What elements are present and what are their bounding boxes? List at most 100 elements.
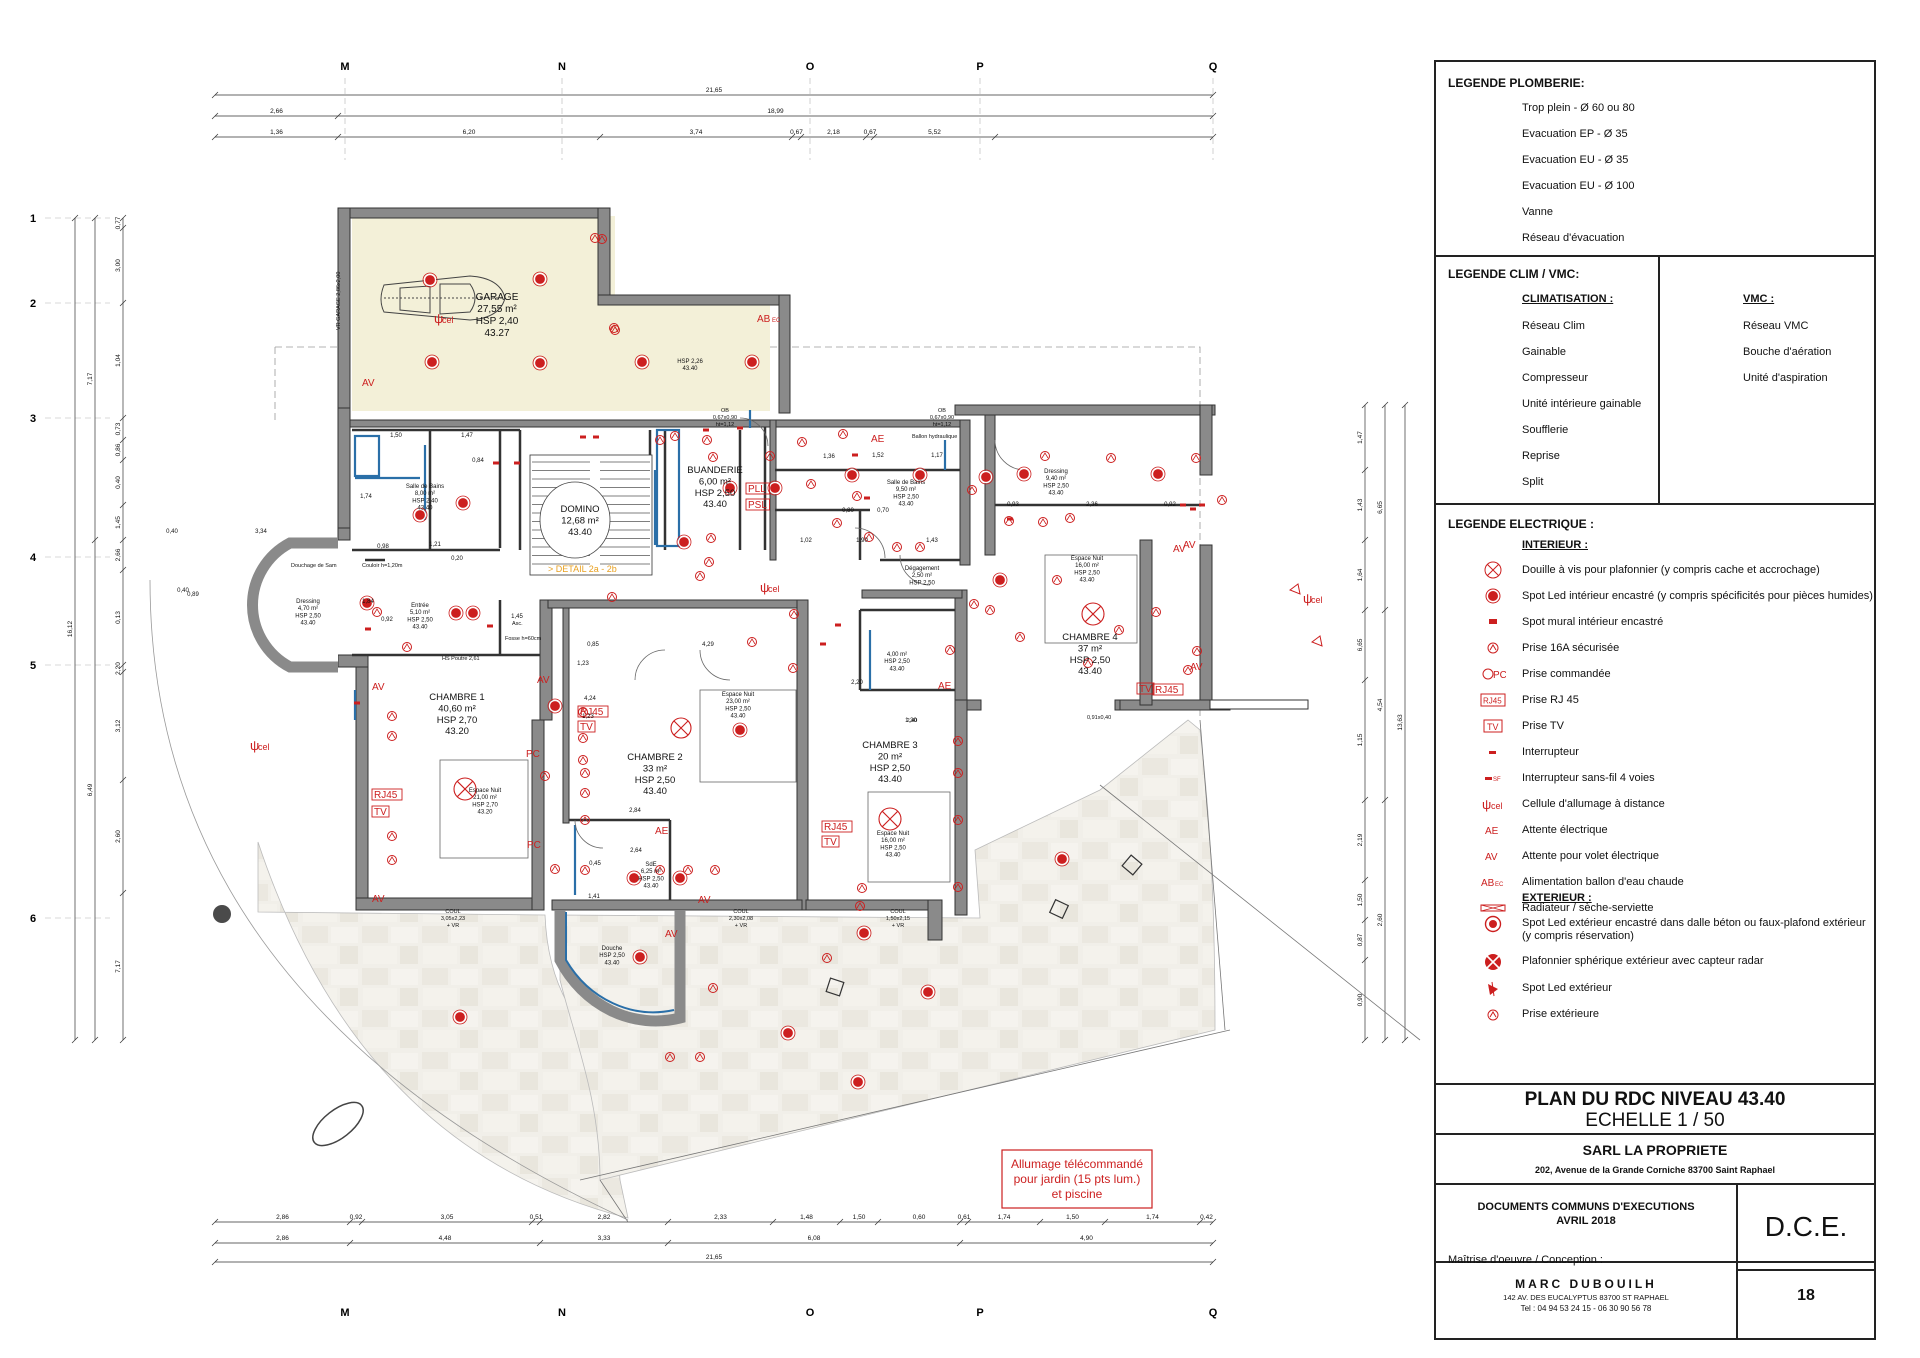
dim-left-chain-tick xyxy=(119,224,127,232)
dim-bottom-row1-label: 2,82 xyxy=(598,1214,611,1221)
room-dim-label: 0,40 xyxy=(166,529,178,535)
architect-phone: Tel : 04 94 53 24 15 - 06 30 90 56 78 xyxy=(1520,1304,1652,1313)
switch-icon xyxy=(703,428,709,432)
dim-top-row2-label: 2,18 xyxy=(827,129,840,136)
dim-left-chain-label: 0,13 xyxy=(115,611,122,624)
socket-cross-icon xyxy=(878,807,902,831)
dim-right-overall-tick xyxy=(1381,606,1389,614)
dim-right-overall-tick xyxy=(1381,796,1389,804)
room-dim-label: 0,89 xyxy=(187,592,199,598)
dim-top-row1-label: 18,99 xyxy=(767,108,784,115)
room-entree-line: Entrée xyxy=(411,603,429,609)
spot-led-icon xyxy=(851,1075,865,1089)
socket-16a-icon xyxy=(540,771,550,781)
dim-left-chain-label: 2,60 xyxy=(115,830,122,843)
socket-16a-mark xyxy=(893,543,901,550)
socket-16a-icon xyxy=(806,479,816,489)
ob1-height: ht=1,12 xyxy=(716,422,735,428)
svg-text:ψ: ψ xyxy=(1482,797,1491,812)
dim-left-chain-label: 3,00 xyxy=(115,259,122,272)
spot-led-ring xyxy=(455,495,471,511)
socket-16a-mark xyxy=(954,816,962,823)
socket-16a-mark xyxy=(1152,608,1160,615)
spot-led-icon xyxy=(1055,852,1069,866)
socket-16a-icon xyxy=(695,1052,705,1062)
room-espace_nuit2-line: 23,00 m² xyxy=(726,699,750,705)
psl-label: PSL xyxy=(748,500,767,511)
spot-led-icon xyxy=(993,573,1007,587)
spot-led-ring xyxy=(532,271,548,287)
terrace-edge xyxy=(599,1179,629,1223)
spot-led-ring xyxy=(992,572,1008,588)
room-espace_nuit4-line: 43.40 xyxy=(1079,578,1095,584)
detail-callout: > DETAIL 2a - 2b xyxy=(548,564,617,574)
ab-label: AB xyxy=(757,314,771,325)
socket-cross-mark xyxy=(673,720,689,736)
grid-row-1: 1 xyxy=(30,213,36,225)
dim-left-chain-label: 0,73 xyxy=(115,422,122,435)
garage-floor xyxy=(615,300,770,411)
clim-item: Soufflerie xyxy=(1522,424,1569,436)
room-sdb1-line: Salle de Bains xyxy=(406,484,444,490)
dim-left-chain-tick xyxy=(119,299,127,307)
room-chambre4-line: CHAMBRE 4 xyxy=(1062,632,1117,643)
socket-16a-mark xyxy=(858,884,866,891)
interieur-item: Interrupteur xyxy=(1522,746,1579,758)
dim-left-overall-tick xyxy=(91,536,99,544)
socket-16a-icon xyxy=(550,864,560,874)
legend-symbol: AE xyxy=(1480,821,1506,839)
room-dim-label: 4,29 xyxy=(702,642,714,648)
outdoor-led-icon xyxy=(1310,635,1323,647)
socket-16a-icon xyxy=(580,865,590,875)
spot-led-ring xyxy=(626,870,642,886)
socket-16a-mark xyxy=(807,480,815,487)
socket-16a-mark xyxy=(709,984,717,991)
spot-led-icon xyxy=(723,481,737,495)
socket-16a-mark xyxy=(705,558,713,565)
socket-16a-icon xyxy=(1192,646,1202,656)
room-dressing4-line: Dressing xyxy=(1044,469,1068,475)
room-dim-label: 0,84 xyxy=(472,458,484,464)
dim-bottom-row1-tick xyxy=(358,1218,366,1226)
socket-16a-mark xyxy=(1041,452,1049,459)
spot-led-icon xyxy=(413,508,427,522)
grid-col-M-bottom: M xyxy=(340,1307,349,1319)
grid-col-Q-bottom: Q xyxy=(1209,1307,1218,1319)
socket-16a-icon xyxy=(578,755,588,765)
exterieur-subtitle: EXTERIEUR : xyxy=(1522,892,1592,904)
interieur-item: Radiateur / sèche-serviette xyxy=(1522,902,1654,914)
spot-led-icon xyxy=(921,985,935,999)
socket-16a-mark xyxy=(551,865,559,872)
socket-cross-mark xyxy=(1084,605,1102,623)
room-chambre3-line: HSP 2,50 xyxy=(870,763,911,774)
switch-icon xyxy=(514,461,520,465)
coul1-size: 3,05x2,23 xyxy=(441,916,465,922)
room-sdb1-line: HSP 2,40 xyxy=(412,498,438,504)
coul2-size: 2,30x2,08 xyxy=(729,916,753,922)
spot-led-icon xyxy=(781,1026,795,1040)
grid-row-6: 6 xyxy=(30,913,36,925)
dim-right-chain-tick xyxy=(1361,916,1369,924)
av-icon: AV xyxy=(1485,852,1498,863)
grid-row-2: 2 xyxy=(30,298,36,310)
socket-16a-mark xyxy=(839,430,847,437)
room-espace_nuit3-line: Espace Nuit xyxy=(877,831,910,837)
domino-circle xyxy=(539,481,611,559)
dim-right-chain-label: 1,64 xyxy=(1357,568,1364,581)
socket-16a-icon xyxy=(708,452,718,462)
socket-16a-mark xyxy=(954,883,962,890)
dim-bottom-row1-tick xyxy=(211,1218,219,1226)
cell-icon: ψ xyxy=(1303,591,1312,606)
dim-bottom-row1-tick xyxy=(1196,1218,1204,1226)
grid-col-M: M xyxy=(340,61,349,73)
socket-16a-icon xyxy=(1015,632,1025,642)
dim-right-chain-label: 1,47 xyxy=(1357,431,1364,444)
vmc-subtitle: VMC : xyxy=(1743,293,1775,305)
plomberie-item: Evacuation EU - Ø 35 xyxy=(1522,154,1629,166)
coul2-vr: + VR xyxy=(735,923,747,929)
spot-led-ring xyxy=(448,605,464,621)
dim-left-chain-label: 0,77 xyxy=(115,216,122,229)
socket-16a-icon xyxy=(967,485,977,495)
